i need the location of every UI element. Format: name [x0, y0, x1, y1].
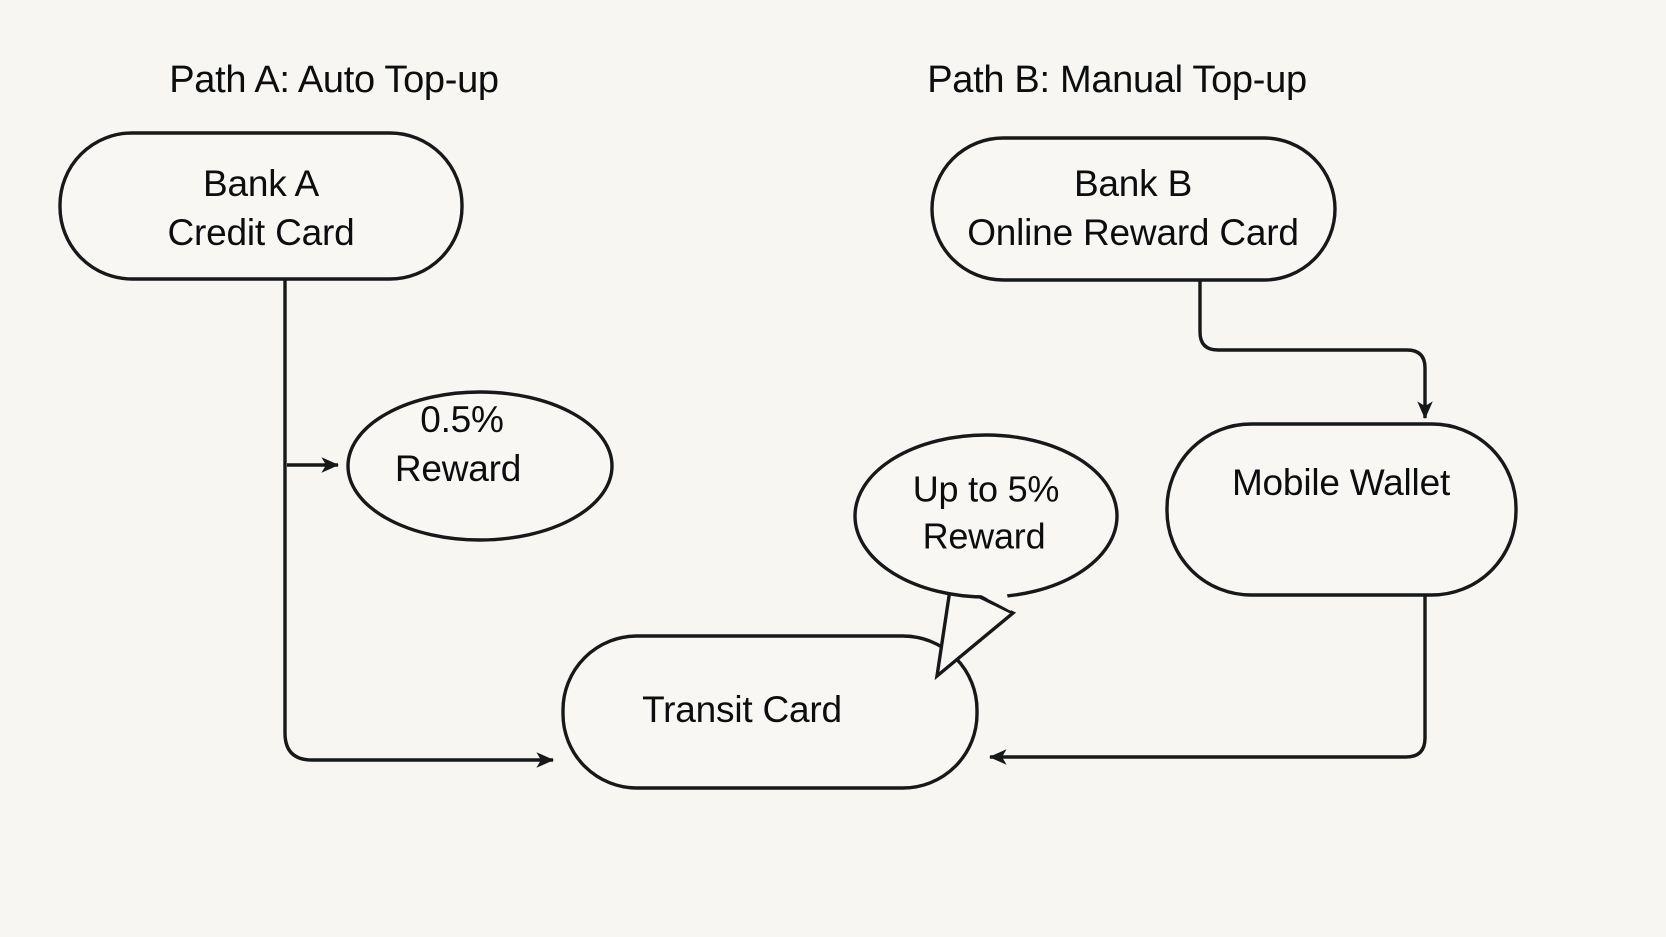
bank-b-label-line1: Bank B: [1074, 163, 1192, 204]
mobile-wallet-label: Mobile Wallet: [1232, 462, 1451, 503]
transit-card-label: Transit Card: [642, 689, 842, 730]
node-reward-a[interactable]: 0.5% Reward: [346, 390, 614, 542]
bank-a-card-shape: [58, 131, 464, 281]
edge-bank-a-to-transit-card: [283, 278, 555, 768]
node-bank-a-credit-card[interactable]: Bank A Credit Card: [58, 131, 464, 281]
reward-b-tail-mask: [953, 566, 1011, 611]
bank-b-card-shape: [930, 136, 1337, 282]
node-reward-b-callout[interactable]: Up to 5% Reward: [853, 433, 1119, 681]
node-mobile-wallet[interactable]: Mobile Wallet: [1165, 422, 1518, 597]
reward-b-label-line2: Reward: [923, 516, 1046, 557]
reward-a-label-line1: 0.5%: [420, 399, 504, 440]
reward-b-label-line1: Up to 5%: [913, 469, 1059, 510]
node-bank-b-online-reward-card[interactable]: Bank B Online Reward Card: [930, 136, 1337, 282]
mobile-wallet-shape: [1165, 422, 1518, 597]
bank-a-label-line1: Bank A: [203, 163, 320, 204]
reward-a-ellipse-shape: [346, 390, 614, 542]
transit-card-shape: [561, 634, 979, 790]
bank-a-label-line2: Credit Card: [168, 212, 355, 253]
edge-bank-b-to-mobile-wallet: [1198, 280, 1433, 420]
path-a-title: Path A: Auto Top-up: [169, 59, 499, 101]
reward-a-label-line2: Reward: [395, 448, 521, 489]
node-transit-card[interactable]: Transit Card: [561, 634, 979, 790]
path-b-title: Path B: Manual Top-up: [927, 59, 1307, 101]
edge-mobile-wallet-to-transit-card: [988, 595, 1427, 765]
bank-b-label-line2: Online Reward Card: [967, 212, 1299, 253]
